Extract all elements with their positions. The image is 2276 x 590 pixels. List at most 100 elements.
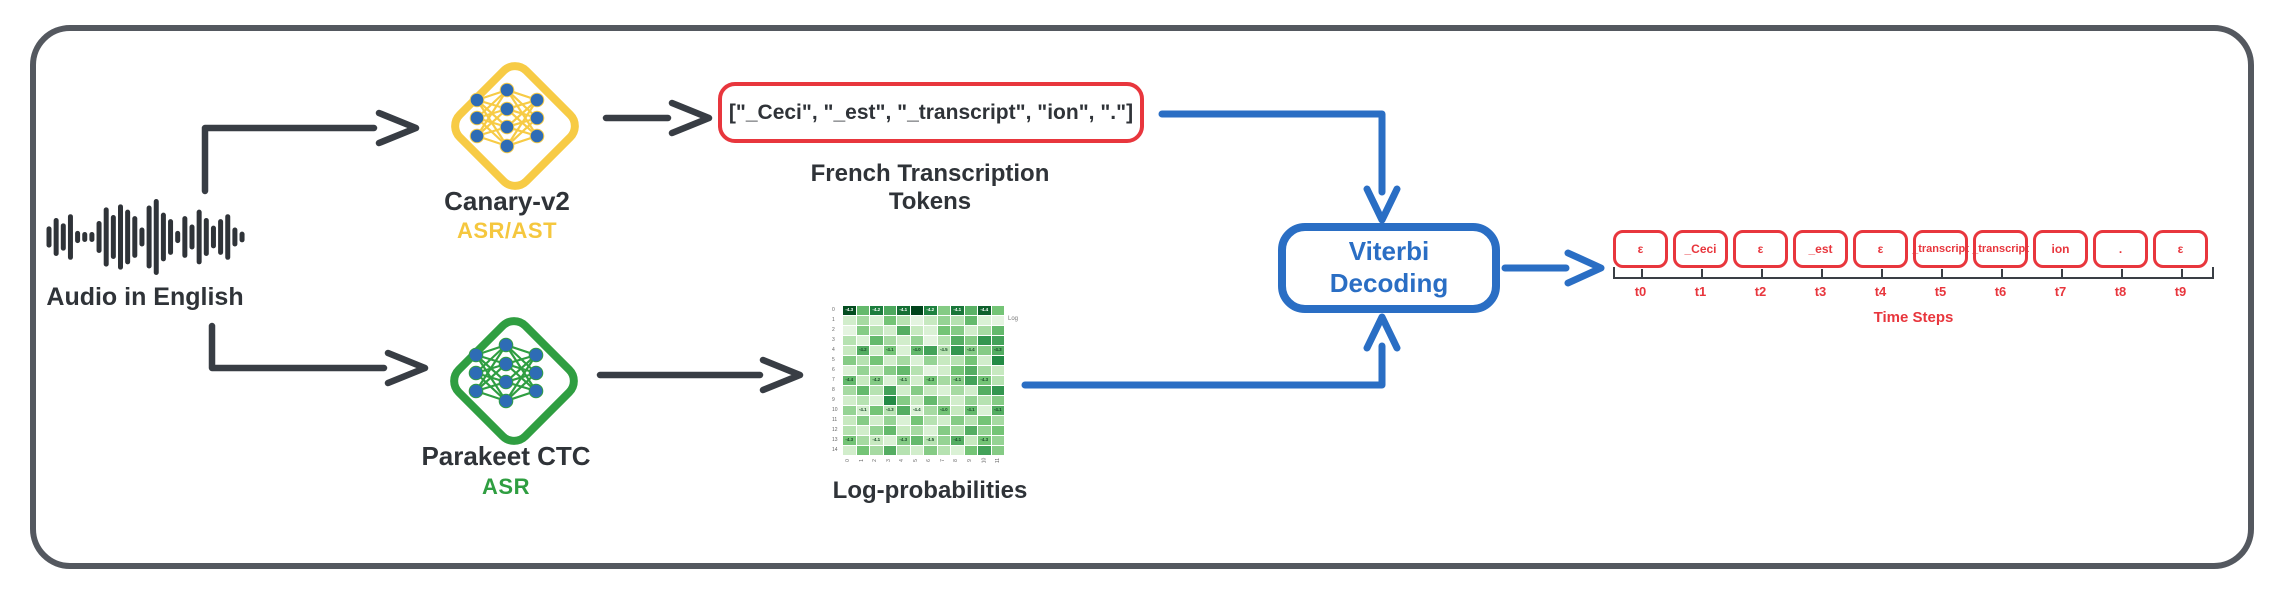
heatmap-cell	[897, 366, 910, 375]
decoded-token-chip: _transcript	[1972, 230, 2029, 268]
heatmap-x-tick: 6	[925, 459, 932, 462]
heatmap-cell	[991, 326, 1004, 335]
decoded-token-chip: _transcript	[1912, 230, 1969, 268]
heatmap-cell	[910, 436, 923, 445]
heatmap-cell	[856, 426, 869, 435]
heatmap-y-tick: 14	[832, 447, 838, 453]
heatmap-cell: -4.0	[910, 346, 923, 355]
heatmap-cell	[910, 316, 923, 325]
heatmap-cell	[856, 416, 869, 425]
heatmap-cell: -4.0	[937, 406, 950, 415]
heatmap-cell	[883, 306, 896, 315]
heatmap-cell	[897, 426, 910, 435]
heatmap-cell	[937, 306, 950, 315]
heatmap-cell	[937, 366, 950, 375]
decoded-token-chip: ion	[2033, 230, 2088, 268]
heatmap-cell: -4.3	[991, 346, 1004, 355]
timeline-tick	[1941, 269, 1943, 277]
heatmap-cell	[964, 306, 977, 315]
heatmap-cell	[843, 366, 856, 375]
heatmap-cell	[951, 446, 964, 455]
heatmap-cell: -4.1	[951, 306, 964, 315]
heatmap-cell	[883, 326, 896, 335]
heatmap-cell	[856, 436, 869, 445]
heatmap-cell	[951, 346, 964, 355]
heatmap-cell	[856, 376, 869, 385]
heatmap-cell	[910, 446, 923, 455]
heatmap-cell	[964, 336, 977, 345]
heatmap-x-tick: 9	[966, 459, 973, 462]
heatmap-y-tick: 0	[832, 307, 835, 313]
heatmap-cell: -4.1	[951, 376, 964, 385]
heatmap-cell	[937, 376, 950, 385]
heatmap-cell	[870, 336, 883, 345]
parakeet-task-badge: ASR	[482, 474, 530, 499]
heatmap-cell	[870, 406, 883, 415]
heatmap-cell: -4.4	[978, 306, 991, 315]
heatmap-cell: -4.2	[856, 346, 869, 355]
heatmap-cell	[883, 396, 896, 405]
heatmap-cell	[951, 336, 964, 345]
time-step-label: t2	[1754, 284, 1767, 299]
heatmap-cell	[870, 316, 883, 325]
heatmap-cell	[883, 446, 896, 455]
heatmap-cell	[883, 376, 896, 385]
heatmap-cell	[843, 386, 856, 395]
heatmap-cell	[924, 356, 937, 365]
heatmap-y-tick: 3	[832, 337, 835, 343]
heatmap-cell	[897, 326, 910, 335]
heatmap-cell	[870, 326, 883, 335]
french-tokens-box: ["_Ceci", "_est", "_transcript", "ion", …	[718, 82, 1144, 143]
heatmap-cell	[883, 366, 896, 375]
heatmap-cell: -4.3	[978, 436, 991, 445]
heatmap-cell	[978, 346, 991, 355]
heatmap-cell: -4.3	[843, 436, 856, 445]
heatmap-cell	[964, 356, 977, 365]
heatmap-cell	[964, 426, 977, 435]
heatmap-x-tick: 11	[994, 457, 1001, 464]
heatmap-cell	[843, 426, 856, 435]
heatmap-cell	[897, 356, 910, 365]
heatmap-x-tick: 4	[898, 459, 905, 462]
heatmap-cell: -4.3	[843, 306, 856, 315]
heatmap-cell	[937, 336, 950, 345]
heatmap-cell: -4.5	[937, 346, 950, 355]
heatmap-cell: -4.3	[897, 436, 910, 445]
heatmap-y-tick: 10	[832, 407, 838, 413]
neural-network-icon	[468, 337, 544, 409]
heatmap-cell	[964, 396, 977, 405]
heatmap-x-tick: 5	[912, 459, 919, 462]
heatmap-y-tick: 2	[832, 327, 835, 333]
time-steps-caption: Time Steps	[1873, 309, 1954, 326]
heatmap-cell: -4.3	[924, 376, 937, 385]
heatmap-cell	[843, 446, 856, 455]
heatmap-y-tick: 6	[832, 367, 835, 373]
heatmap-cell: -4.1	[870, 436, 883, 445]
heatmap-y-tick: 9	[832, 397, 835, 403]
heatmap-cell	[951, 366, 964, 375]
heatmap-cell	[843, 406, 856, 415]
timeline-tick	[2061, 269, 2063, 277]
heatmap-y-tick: 4	[832, 347, 835, 353]
heatmap-cell	[991, 356, 1004, 365]
timeline-tick	[1881, 269, 1883, 277]
heatmap-cell	[964, 416, 977, 425]
heatmap-cell	[951, 396, 964, 405]
heatmap-cell	[964, 316, 977, 325]
heatmap-cell: -4.1	[897, 306, 910, 315]
heatmap-cell	[870, 416, 883, 425]
heatmap-cell	[856, 316, 869, 325]
heatmap-cell	[991, 376, 1004, 385]
heatmap-cell	[856, 446, 869, 455]
heatmap-cell	[937, 416, 950, 425]
heatmap-cell	[991, 366, 1004, 375]
heatmap-cell	[991, 396, 1004, 405]
heatmap-cell	[937, 356, 950, 365]
heatmap-cell	[870, 386, 883, 395]
heatmap-cell	[883, 386, 896, 395]
viterbi-label-line1: Viterbi	[1348, 236, 1430, 267]
timeline-tick	[1613, 267, 1615, 277]
heatmap-cell	[897, 336, 910, 345]
audio-label: Audio in English	[46, 283, 244, 311]
